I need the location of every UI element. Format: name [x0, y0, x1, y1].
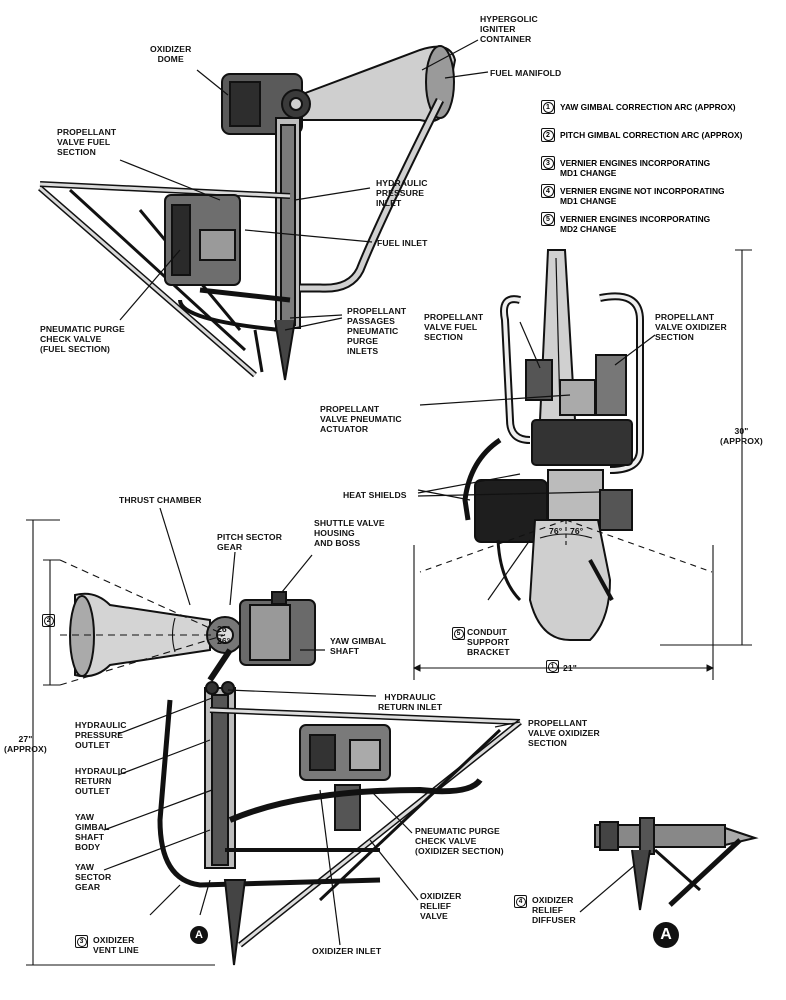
legend-item: 4 VERNIER ENGINE NOT INCORPORATING MD1 CH…	[541, 184, 781, 212]
label-oxidizer-inlet: OXIDIZER INLET	[312, 946, 382, 956]
legend-badge: 4	[541, 184, 555, 198]
legend-item: 2 PITCH GIMBAL CORRECTION ARC (APPROX)	[541, 128, 781, 156]
label-heat-shields: HEAT SHIELDS	[343, 490, 407, 500]
legend: 1 YAW GIMBAL CORRECTION ARC (APPROX) 2 PIT…	[541, 100, 781, 240]
bottom-engine-assembly	[69, 591, 522, 966]
label-height-27: 27" (APPROX)	[4, 734, 47, 754]
legend-badge: 5	[541, 212, 555, 226]
label-hydraulic-pressure-inlet: HYDRAULIC PRESSURE INLET	[376, 178, 428, 208]
legend-text: VERNIER ENGINES INCORPORATING MD2 CHANGE	[560, 214, 711, 234]
vent-badge: 3	[75, 935, 88, 948]
label-oxidizer-vent-line: OXIDIZER VENT LINE	[93, 935, 139, 955]
detail-a-assembly	[579, 817, 759, 913]
legend-item: 5 VERNIER ENGINES INCORPORATING MD2 CHANG…	[541, 212, 781, 240]
label-propellant-valve-pneumatic: PROPELLANT VALVE PNEUMATIC ACTUATOR	[320, 404, 402, 434]
label-yaw-gimbal-shaft: YAW GIMBAL SHAFT	[330, 636, 387, 656]
legend-text: VERNIER ENGINES INCORPORATING MD1 CHANGE	[560, 158, 711, 178]
right-leader-lines	[417, 321, 656, 601]
legend-badge: 1	[541, 100, 555, 114]
label-thrust-chamber: THRUST CHAMBER	[119, 495, 202, 505]
conduit-badge: 5	[452, 627, 465, 640]
label-conduit-support: CONDUIT SUPPORT BRACKET	[467, 627, 510, 657]
detail-badge: 4	[514, 895, 527, 908]
label-oxidizer-relief-diffuser: OXIDIZER RELIEF DIFFUSER	[532, 895, 576, 925]
label-hydraulic-pressure-outlet: HYDRAULIC PRESSURE OUTLET	[75, 720, 127, 750]
angle-label-upper: 26°	[217, 624, 231, 634]
label-propellant-passages: PROPELLANT PASSAGES PNEUMATIC PURGE INLE…	[347, 306, 407, 356]
top-leader-lines	[119, 39, 489, 331]
angle-label-left: 76°	[549, 526, 563, 536]
label-fuel-inlet: FUEL INLET	[377, 238, 428, 248]
legend-text: PITCH GIMBAL CORRECTION ARC (APPROX)	[560, 130, 743, 140]
legend-badge: 3	[541, 156, 555, 170]
label-oxidizer-dome: OXIDIZER DOME	[150, 44, 192, 64]
detail-marker-a: A	[190, 926, 208, 944]
label-propellant-valve-oxidizer-bottom: PROPELLANT VALVE OXIDIZER SECTION	[528, 718, 600, 748]
label-height-30: 30" (APPROX)	[720, 426, 763, 446]
legend-item: 1 YAW GIMBAL CORRECTION ARC (APPROX)	[541, 100, 781, 128]
legend-badge: 2	[541, 128, 555, 142]
width-badge: 1	[546, 660, 559, 673]
label-propellant-valve-oxidizer-right: PROPELLANT VALVE OXIDIZER SECTION	[655, 312, 727, 342]
label-pneumatic-purge-oxidizer: PNEUMATIC PURGE CHECK VALVE (OXIDIZER SE…	[415, 826, 504, 856]
label-propellant-valve-fuel-right: PROPELLANT VALVE FUEL SECTION	[424, 312, 484, 342]
legend-text: VERNIER ENGINE NOT INCORPORATING MD1 CHA…	[560, 186, 725, 206]
bottom-leader-lines	[103, 507, 521, 946]
label-hypergolic-igniter: HYPERGOLIC IGNITER CONTAINER	[480, 14, 538, 44]
label-hydraulic-return-outlet: HYDRAULIC RETURN OUTLET	[75, 766, 127, 796]
label-yaw-gimbal-shaft-body: YAW GIMBAL SHAFT BODY	[75, 812, 110, 852]
label-pitch-sector-gear: PITCH SECTOR GEAR	[217, 532, 283, 552]
detail-marker-a-large: A	[653, 922, 679, 948]
label-pneumatic-purge-fuel: PNEUMATIC PURGE CHECK VALVE (FUEL SECTIO…	[40, 324, 125, 354]
label-propellant-valve-fuel-top: PROPELLANT VALVE FUEL SECTION	[57, 127, 117, 157]
angle-label-right: 76°	[570, 526, 584, 536]
pitch-badge: 2	[42, 614, 55, 627]
label-shuttle-valve: SHUTTLE VALVE HOUSING AND BOSS	[314, 518, 385, 548]
top-engine-assembly	[38, 45, 457, 381]
label-width-21: 21"	[563, 663, 577, 673]
bottom-dimensions	[26, 519, 226, 966]
legend-text: YAW GIMBAL CORRECTION ARC (APPROX)	[560, 102, 736, 112]
angle-label-lower: 26°	[217, 636, 231, 646]
label-oxidizer-relief-valve: OXIDIZER RELIEF VALVE	[420, 891, 462, 921]
right-engine-assembly	[462, 249, 644, 641]
right-dimensions	[412, 249, 752, 680]
label-hydraulic-return-inlet: HYDRAULIC RETURN INLET	[378, 692, 443, 712]
legend-item: 3 VERNIER ENGINES INCORPORATING MD1 CHANG…	[541, 156, 781, 184]
label-fuel-manifold: FUEL MANIFOLD	[490, 68, 562, 78]
label-yaw-sector-gear: YAW SECTOR GEAR	[75, 862, 112, 892]
